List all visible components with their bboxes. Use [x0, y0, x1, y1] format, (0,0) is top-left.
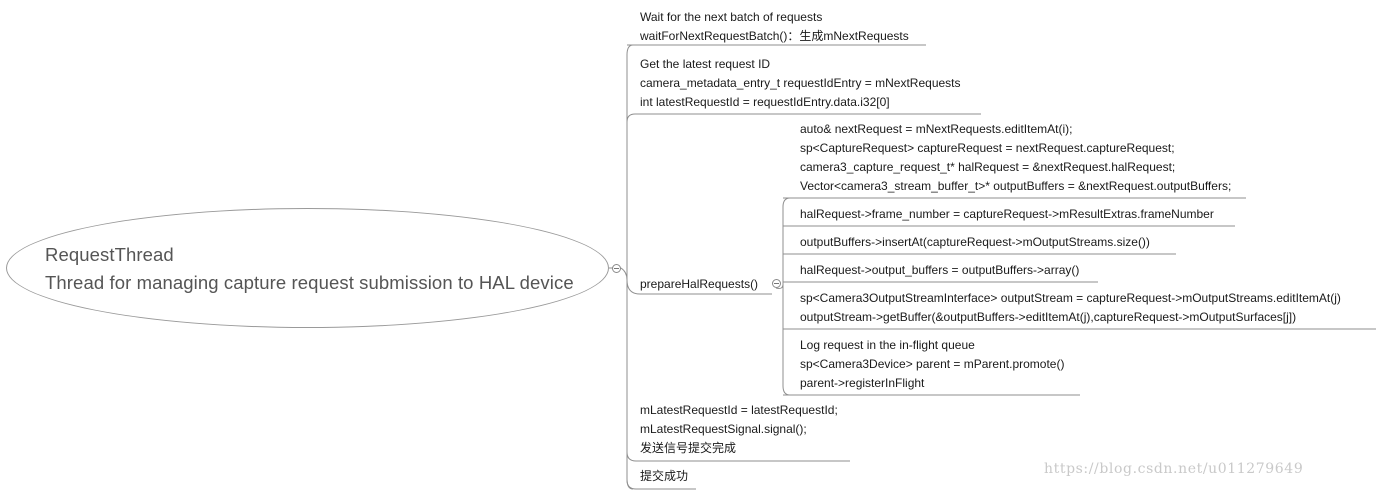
node-text-line: sp<Camera3Device> parent = mParent.promo…: [800, 357, 1065, 371]
node-text-line: halRequest->output_buffers = outputBuffe…: [800, 263, 1080, 277]
collapse-toggle-icon[interactable]: [612, 264, 621, 273]
prepare-child-output-buffers[interactable]: halRequest->output_buffers = outputBuffe…: [800, 261, 1079, 280]
node-text-line: mLatestRequestId = latestRequestId;: [640, 403, 838, 417]
node-text-line: outputBuffers->insertAt(captureRequest->…: [800, 235, 1150, 249]
node-text-line: outputStream->getBuffer(&outputBuffers->…: [800, 310, 1297, 324]
node-text-line: camera_metadata_entry_t requestIdEntry =…: [640, 76, 961, 90]
trunk-level1: [626, 44, 634, 490]
link-prepare-children: [775, 283, 784, 289]
node-text-line: 发送信号提交完成: [640, 441, 737, 455]
trunk-level2: [782, 197, 791, 396]
branch-prepare-hal-requests[interactable]: prepareHalRequests(): [640, 275, 758, 294]
prepare-child-get-buffer[interactable]: sp<Camera3OutputStreamInterface> outputS…: [800, 289, 1341, 327]
node-text-line: auto& nextRequest = mNextRequests.editIt…: [800, 122, 1073, 136]
node-text-line: sp<Camera3OutputStreamInterface> outputS…: [800, 291, 1341, 305]
node-text-line: Log request in the in-flight queue: [800, 338, 975, 352]
link-prepare: [620, 267, 772, 295]
prepare-child-frame-number[interactable]: halRequest->frame_number = captureReques…: [800, 205, 1214, 224]
root-title: RequestThread: [45, 244, 174, 265]
prepare-child-request-setup[interactable]: auto& nextRequest = mNextRequests.editIt…: [800, 120, 1231, 196]
node-text-line: halRequest->frame_number = captureReques…: [800, 207, 1214, 221]
collapse-toggle-icon[interactable]: [772, 279, 781, 288]
prepare-child-insert-buffers[interactable]: outputBuffers->insertAt(captureRequest->…: [800, 233, 1150, 252]
node-text-line: int latestRequestId = requestIdEntry.dat…: [640, 95, 890, 109]
branch-submit-success[interactable]: 提交成功: [640, 467, 688, 486]
branch-latest-request-signal[interactable]: mLatestRequestId = latestRequestId; mLat…: [640, 401, 838, 458]
node-text-line: Vector<camera3_stream_buffer_t>* outputB…: [800, 179, 1232, 193]
watermark: https://blog.csdn.net/u011279649: [1044, 461, 1304, 477]
node-text-line: camera3_capture_request_t* halRequest = …: [800, 160, 1176, 174]
node-text-line: waitForNextRequestBatch()：生成mNextRequest…: [640, 29, 909, 43]
node-text-line: parent->registerInFlight: [800, 376, 925, 390]
node-text-line: mLatestRequestSignal.signal();: [640, 422, 807, 436]
link-signal: [626, 451, 850, 462]
root-subtitle: Thread for managing capture request subm…: [45, 272, 574, 293]
root-node[interactable]: [6, 208, 609, 328]
prepare-child-register-in-flight[interactable]: Log request in the in-flight queue sp<Ca…: [800, 336, 1064, 393]
node-text-line: Wait for the next batch of requests: [640, 10, 823, 24]
node-text-line: Get the latest request ID: [640, 57, 771, 71]
link-success: [626, 479, 696, 490]
link-latest: [626, 113, 981, 123]
branch-wait-for-requests[interactable]: Wait for the next batch of requests wait…: [640, 8, 909, 46]
node-text-line: sp<CaptureRequest> captureRequest = next…: [800, 141, 1175, 155]
node-text-line: 提交成功: [640, 469, 689, 483]
branch-latest-request-id[interactable]: Get the latest request ID camera_metadat…: [640, 55, 961, 112]
node-text-line: prepareHalRequests(): [640, 277, 759, 291]
